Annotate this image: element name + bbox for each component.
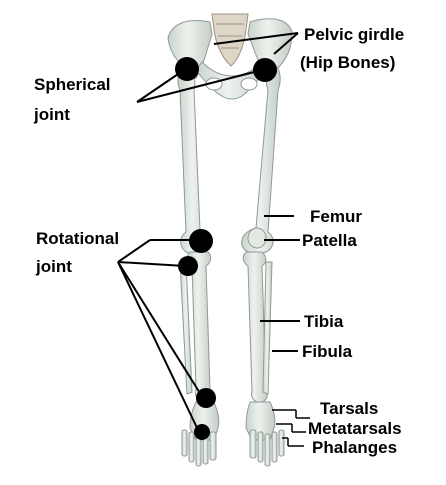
sacrum (211, 13, 249, 67)
right-lower-leg (242, 251, 273, 403)
spherical-leader-1 (136, 69, 185, 103)
left-femur (177, 63, 211, 255)
fibula-label: Fibula (302, 342, 353, 361)
right-patella (247, 227, 267, 249)
pelvis (167, 18, 293, 100)
spherical-joint-label-line1: Spherical (34, 75, 111, 94)
patella-label: Patella (302, 231, 357, 250)
pelvic-leader-2 (273, 32, 299, 55)
leader-lines (117, 32, 300, 433)
rotational-leader-3 (117, 261, 204, 399)
rotational-joint-label-line2: joint (35, 257, 72, 276)
tarsals-label: Tarsals (320, 399, 378, 418)
left-upper-fibula-joint-marker (178, 256, 198, 276)
right-hip-joint-marker (253, 58, 277, 82)
obturator-right (240, 77, 258, 91)
right-ilium (247, 18, 293, 79)
right-femur (241, 65, 281, 255)
left-hip-joint-marker (175, 57, 199, 81)
rotational-leader-2 (117, 261, 186, 267)
left-fibula (179, 261, 193, 395)
metatarsals-label: Metatarsals (308, 419, 402, 438)
pelvic-girdle-label: Pelvic girdle (304, 25, 404, 44)
right-foot (245, 401, 285, 467)
left-knee-joint-marker (189, 229, 213, 253)
hip-bones-label: (Hip Bones) (300, 53, 395, 72)
phalanges-label: Phalanges (312, 438, 397, 457)
rotational-joint-label-line1: Rotational (36, 229, 119, 248)
pelvic-leader-1 (213, 32, 299, 45)
rotational-leader-1 (117, 239, 151, 263)
femur-label: Femur (310, 207, 362, 226)
rotational-leader-4 (117, 261, 200, 433)
spherical-joint-label-line2: joint (33, 105, 70, 124)
foot-bracket (272, 409, 310, 447)
spherical-leader-2 (136, 69, 263, 103)
tibia-label: Tibia (304, 312, 344, 331)
right-fibula (262, 261, 273, 395)
